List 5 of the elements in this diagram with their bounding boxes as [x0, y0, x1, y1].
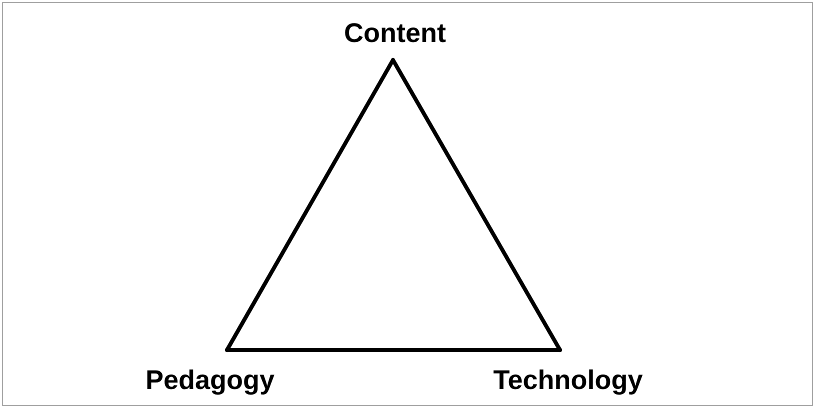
vertex-label: Pedagogy — [145, 365, 275, 395]
vertex-label: Technology — [493, 365, 643, 395]
vertex-label: Content — [344, 18, 446, 48]
triangle-side — [391, 58, 562, 352]
triangle-side — [225, 348, 562, 352]
